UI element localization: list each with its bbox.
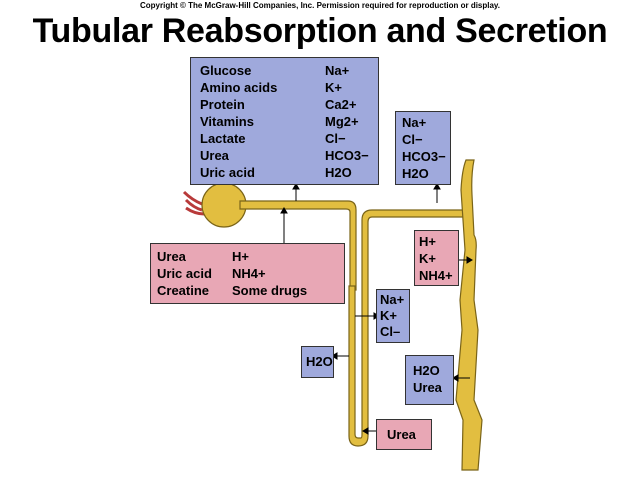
filtrate-item: Protein — [200, 97, 245, 112]
dct-reabsorption-item: Na+ — [402, 115, 427, 130]
tubule — [201, 159, 483, 471]
loop-urea-box: Urea — [376, 419, 432, 450]
dct-secretion-item: K+ — [419, 251, 436, 266]
ascending-limb-item: Na+ — [380, 292, 405, 307]
collecting-duct — [455, 159, 483, 471]
filtrate-item: Uric acid — [200, 165, 255, 180]
descending-limb-item: H2O — [306, 354, 333, 369]
secretion-ion: NH4+ — [232, 266, 266, 281]
dct-secretion-box: H+ K+ NH4+ — [414, 230, 459, 286]
collecting-duct-box: H2O Urea — [405, 355, 454, 405]
loop-urea-item: Urea — [387, 427, 416, 442]
filtrate-ion: Mg2+ — [325, 114, 359, 129]
dct-reabsorption-item: H2O — [402, 166, 429, 181]
dct-reabsorption-box: Na+ Cl− HCO3− H2O — [395, 111, 451, 185]
ascending-limb-item: Cl– — [380, 324, 401, 339]
afferent-arteriole — [182, 190, 205, 216]
secretion-ion: H+ — [232, 249, 249, 264]
dct-reabsorption-item: HCO3− — [402, 149, 446, 164]
copyright-notice: Copyright © The McGraw-Hill Companies, I… — [139, 1, 501, 10]
secretion-item: Uric acid — [157, 266, 212, 281]
filtrate-item: Amino acids — [200, 80, 278, 95]
filtrate-ion: Cl− — [325, 131, 346, 146]
filtrate-item: Vitamins — [200, 114, 254, 129]
filtrate-box: Glucose Amino acids Protein Vitamins Lac… — [190, 57, 379, 185]
ascending-limb-item: K+ — [380, 308, 397, 323]
filtrate-ion: Ca2+ — [325, 97, 357, 112]
secretion-ion: Some drugs — [232, 283, 308, 298]
dct-secretion-item: NH4+ — [419, 268, 453, 283]
dct-secretion-item: H+ — [419, 234, 436, 249]
filtrate-item: Glucose — [200, 63, 252, 78]
filtrate-ion: H2O — [325, 165, 352, 180]
dct-reabsorption-item: Cl− — [402, 132, 423, 147]
descending-limb-box: H2O — [301, 346, 334, 378]
secretion-item: Urea — [157, 249, 186, 264]
filtrate-item: Urea — [200, 148, 229, 163]
filtrate-ion: K+ — [325, 80, 342, 95]
filtrate-ion: HCO3− — [325, 148, 369, 163]
ascending-limb-box: Na+ K+ Cl– — [376, 289, 410, 343]
secretion-item: Creatine — [157, 283, 210, 298]
collecting-duct-item: Urea — [413, 380, 442, 395]
collecting-duct-item: H2O — [413, 363, 440, 378]
page-title: Tubular Reabsorption and Secretion — [32, 12, 608, 50]
pct-secretion-box: Urea Uric acid Creatine H+ NH4+ Some dru… — [150, 243, 345, 304]
filtrate-item: Lactate — [200, 131, 246, 146]
filtrate-ion: Na+ — [325, 63, 350, 78]
